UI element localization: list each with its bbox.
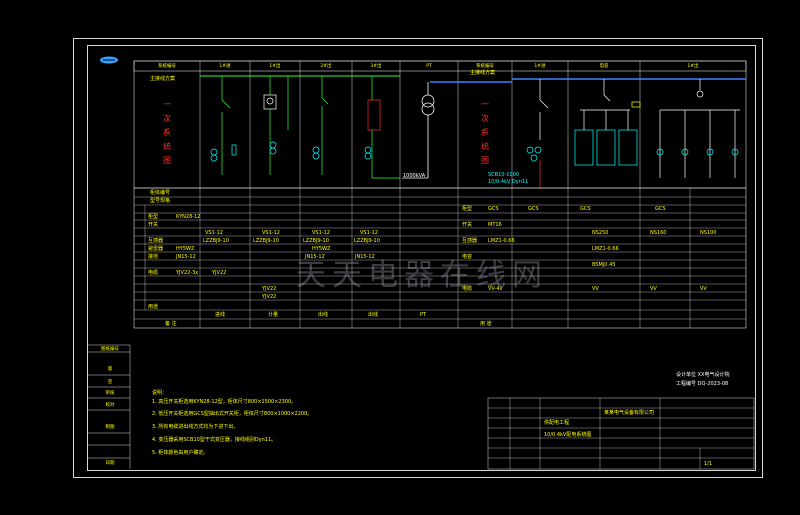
- left-row-2-c3: LZZBJ9-10: [303, 238, 329, 244]
- note-item: 2. 低压开关柜选用GCS型抽出式开关柜，柜体尺寸800×1000×2200。: [152, 411, 313, 417]
- right-row-0-c2: GCS: [528, 206, 539, 212]
- left-row-1-c3: VS1-12: [312, 230, 330, 236]
- right-row-0-label: 柜型: [462, 206, 473, 212]
- transformer-text-2: 10/0.4kV Dyn11: [488, 179, 529, 185]
- left-row-6-c2: 计量: [268, 312, 279, 318]
- left-row-4-c4: JN15-12: [355, 254, 375, 260]
- left-panel-vertical-text: 一次系统图: [163, 100, 171, 165]
- left-row-1-c4: VS1-12: [360, 230, 378, 236]
- revision-label: 日期: [105, 461, 115, 466]
- left-row-6-c3: 出线: [318, 312, 329, 318]
- right-row-4-c3: VV: [650, 286, 657, 292]
- right-panel-title: 主接线方案: [470, 70, 496, 76]
- left-row-1-c2: VS1-12: [262, 230, 280, 236]
- note-item: 1. 高压开关柜选用KYN28-12型，柜体尺寸800×1500×2300。: [152, 399, 297, 405]
- right-row-0-c4: GCS: [655, 206, 666, 212]
- col-header-8: 电容: [599, 64, 609, 69]
- col-header-2: 1#出: [269, 64, 281, 69]
- right-row-1-label: 开关: [462, 222, 473, 228]
- left-row-4-c1: JN15-12: [176, 254, 196, 260]
- logo: [98, 50, 120, 64]
- right-row-1-c1: MT16: [488, 222, 502, 228]
- revision-label: 图纸编号: [101, 347, 119, 352]
- right-row-2-c2: LMZ1-0.66: [592, 246, 619, 252]
- right-row-2-c1: LMZ1-0.66: [488, 238, 515, 244]
- title-sheet: 1/1: [704, 461, 713, 467]
- left-panel-title: 主接线方案: [150, 76, 176, 82]
- left-row-2-c2: LZZBJ9-10: [253, 238, 279, 244]
- right-row-1-c4: NS100: [700, 230, 717, 236]
- right-row-0-c3: GCS: [580, 206, 591, 212]
- revision-label: 签: [107, 380, 113, 385]
- left-row-5-c1: YJV22-3x: [176, 270, 199, 276]
- left-row-5-c2: YJV22: [212, 270, 227, 276]
- revision-label: 制图: [105, 425, 115, 430]
- right-row-1-c3: NS160: [650, 230, 667, 236]
- right-row-4-c4: VV: [700, 286, 707, 292]
- left-row-5-c4: YJV22: [262, 294, 277, 300]
- revision-label: 审核: [105, 391, 115, 396]
- col-header-1: 1#进: [219, 64, 231, 69]
- left-row-3-label: 避雷器: [148, 246, 164, 252]
- title-info-2: 工程编号 DQ-2023-08: [676, 381, 729, 387]
- col-header-7: 1#进: [534, 64, 546, 69]
- left-row-5-label: 电缆: [148, 270, 159, 276]
- left-row-3-c3: HY5WZ: [312, 246, 331, 252]
- left-row-3-c1: HY5WZ: [176, 246, 195, 252]
- col-header-9: 1#出: [687, 64, 699, 69]
- left-row-6-c5: PT: [420, 312, 427, 318]
- right-row-1-c2: NS250: [592, 230, 609, 236]
- col-header-system: 系统编号: [158, 64, 176, 69]
- table-row-header: 型号规格: [150, 198, 171, 204]
- left-row-5-c3: YJV22: [262, 286, 277, 292]
- left-row-4-c3: JN15-12: [305, 254, 325, 260]
- col-header-3: 2#出: [320, 64, 332, 69]
- title-company: 某某电气设备有限公司: [604, 410, 655, 416]
- mid-label: 1000kVA: [403, 173, 426, 179]
- note-item: 5. 柜体颜色由用户确定。: [152, 450, 209, 456]
- revision-label: 校对: [105, 403, 115, 408]
- left-row-6-label: 用途: [148, 304, 159, 310]
- left-row-4-label: 接地: [148, 254, 159, 260]
- col-header-4: 3#出: [370, 64, 382, 69]
- right-row-0-c1: GCS: [488, 206, 499, 212]
- left-row-0-label: 柜型: [148, 214, 159, 220]
- note-item: 3. 所有电缆进出线方式均为下进下出。: [152, 424, 239, 430]
- table-row-header: 柜体编号: [150, 190, 171, 196]
- right-row-3-label: 电容: [462, 254, 473, 260]
- transformer-text-1: SCB10-1000: [488, 172, 519, 178]
- inner-frame: [87, 45, 756, 471]
- right-row-2-label: 互感器: [462, 238, 478, 244]
- right-row-4-c2: VV: [592, 286, 599, 292]
- left-row-6-c1: 进线: [215, 312, 226, 318]
- outer-frame: [73, 38, 763, 478]
- left-row-2-label: 互感器: [148, 238, 164, 244]
- left-row-2-c1: LZZBJ9-10: [203, 238, 229, 244]
- note-item: 4. 变压器采用SCB10型干式变压器，接线组别Dyn11。: [152, 437, 277, 443]
- col-header-5: PT: [426, 64, 432, 69]
- logo-text: — — —: [100, 60, 111, 64]
- title-info-1: 设计单位 XX电气设计院: [676, 372, 730, 378]
- footer-left-label: 备 注: [165, 321, 177, 327]
- watermark: 天天电器在线网: [296, 258, 548, 293]
- left-row-2-c4: LZZBJ9-10: [354, 238, 380, 244]
- notes-title: 说明：: [152, 390, 168, 396]
- left-row-1-c1: VS1-12: [205, 230, 223, 236]
- right-row-4-c1: VV-4x: [488, 286, 503, 292]
- logo-icon: [100, 56, 118, 64]
- right-panel-vertical-text: 一次系统图: [481, 100, 489, 165]
- footer-right-label: 用 途: [480, 321, 492, 327]
- right-row-3-c2: BSMJ0.45: [592, 262, 616, 268]
- col-header-6: 系统编号: [476, 64, 494, 69]
- title-project: 供配电工程: [544, 420, 570, 426]
- title-drawing: 10/0.4kV配电系统图: [544, 432, 592, 438]
- left-row-6-c4: 出线: [368, 312, 379, 318]
- left-row-1-label: 开关: [148, 222, 159, 228]
- revision-label: 版: [107, 367, 113, 372]
- right-row-4-label: 电缆: [462, 286, 473, 292]
- left-row-0-c1: KYN28-12: [176, 214, 201, 220]
